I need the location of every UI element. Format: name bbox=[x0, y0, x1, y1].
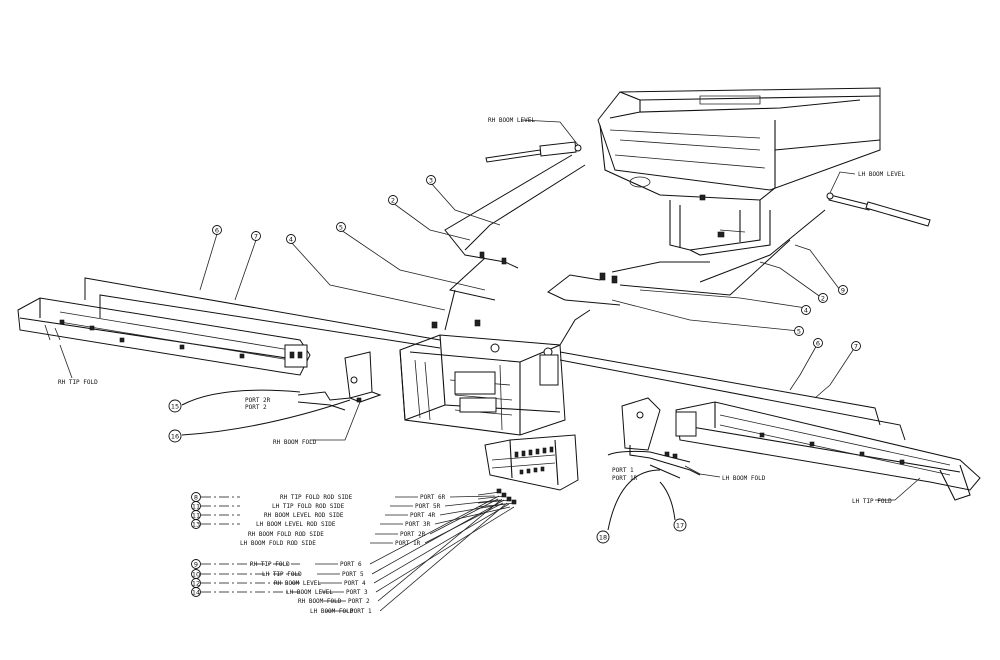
hose-leader bbox=[429, 498, 499, 535]
port-row: 9 RH TIP FOLD PORT 6 bbox=[191, 495, 500, 569]
port-row-name: RH TIP FOLD ROD SIDE bbox=[280, 494, 353, 501]
port-row-port: PORT 4R bbox=[410, 512, 436, 519]
port-row-port: PORT 6R bbox=[420, 494, 446, 501]
port-row: 8 RH TIP FOLD ROD SIDE PORT 6R bbox=[191, 492, 496, 502]
item-balloon bbox=[191, 519, 201, 529]
lh-boom-level-cylinder bbox=[826, 192, 931, 227]
callout-leaders bbox=[59, 119, 921, 501]
label-lh-boom-fold: LH BOOM FOLD bbox=[722, 475, 766, 482]
lh-boom-fold-bracket bbox=[621, 397, 678, 459]
balloon-7-left: 7 bbox=[254, 233, 258, 241]
balloon-6-left: 6 bbox=[215, 227, 219, 235]
item-number: 12 bbox=[192, 579, 200, 587]
item-number: 10 bbox=[192, 570, 200, 578]
hose-leader bbox=[371, 499, 505, 575]
balloon-5-top: 5 bbox=[339, 224, 343, 232]
port-row: LH BOOM FOLD ROD SIDE PORT 1R bbox=[240, 502, 504, 547]
hose-leader bbox=[377, 498, 503, 602]
hose-leader bbox=[373, 503, 510, 584]
port-row-port: PORT 5R bbox=[415, 503, 441, 510]
port-row-port: PORT 1 bbox=[350, 608, 372, 615]
port-row: 11 LH TIP FOLD ROD SIDE PORT 5R bbox=[191, 499, 501, 511]
label-port-2: PORT 2 bbox=[245, 404, 267, 411]
port-row: 12 RH BOOM LEVEL PORT 4 bbox=[191, 503, 510, 588]
label-rh-tip-fold: RH TIP FOLD bbox=[58, 379, 98, 386]
center-manifold-frame bbox=[399, 319, 566, 436]
balloon-4-top: 4 bbox=[289, 236, 293, 244]
hose-leader bbox=[424, 502, 504, 544]
item-number: 11 bbox=[192, 511, 200, 519]
item-number: 9 bbox=[194, 560, 198, 568]
label-rh-boom-fold: RH BOOM FOLD bbox=[273, 439, 317, 446]
rh-boom-fold-bracket bbox=[344, 351, 382, 403]
port-row-port: PORT 5 bbox=[342, 571, 364, 578]
port-row: RH BOOM FOLD PORT 2 bbox=[298, 498, 503, 605]
port-legend-table: 8 RH TIP FOLD ROD SIDE PORT 6R 11 LH TIP FOL… bbox=[191, 492, 515, 615]
rh-boom-level-cylinder bbox=[485, 141, 582, 163]
balloon-3-top: 3 bbox=[429, 177, 433, 185]
port-row-name: LH BOOM FOLD ROD SIDE bbox=[240, 540, 316, 547]
port-row-name: LH TIP FOLD ROD SIDE bbox=[272, 503, 345, 510]
label-port-1r: PORT 1R bbox=[612, 475, 638, 482]
hose-leader bbox=[375, 506, 515, 593]
hydraulic-manifold-block bbox=[484, 434, 579, 491]
balloon-17: 17 bbox=[676, 522, 684, 530]
balloon-5-right: 5 bbox=[797, 328, 801, 336]
port-row-name: LH BOOM FOLD bbox=[310, 608, 354, 615]
hose-leader bbox=[369, 495, 500, 565]
balloon-2-top: 2 bbox=[391, 197, 395, 205]
port-row-name: RH BOOM FOLD ROD SIDE bbox=[248, 531, 324, 538]
hose-leader bbox=[379, 502, 508, 612]
item-number: 11 bbox=[192, 502, 200, 510]
label-rh-boom-level: RH BOOM LEVEL bbox=[488, 117, 535, 124]
port-row: 14 LH BOOM LEVEL PORT 3 bbox=[191, 506, 515, 597]
callout-labels: RH BOOM LEVEL LH BOOM LEVEL RH TIP FOLD … bbox=[58, 117, 905, 505]
item-number: 14 bbox=[192, 588, 200, 596]
balloon-6-right: 6 bbox=[816, 340, 820, 348]
port-row-name: RH TIP FOLD bbox=[250, 561, 290, 568]
port-row-port: PORT 3R bbox=[405, 521, 431, 528]
balloon-18: 18 bbox=[599, 534, 607, 542]
label-port-1: PORT 1 bbox=[612, 467, 634, 474]
port-row: 13 LH BOOM LEVEL ROD SIDE PORT 3R bbox=[191, 506, 511, 529]
label-port-2r: PORT 2R bbox=[245, 397, 271, 404]
port-row: 10 LH TIP FOLD PORT 5 bbox=[191, 499, 505, 579]
port-row-port: PORT 3 bbox=[346, 589, 368, 596]
hose-leader bbox=[434, 506, 511, 525]
item-balloon bbox=[191, 559, 201, 569]
hose-leader bbox=[444, 499, 501, 507]
balloons: 6 7 4 5 2 3 9 2 4 5 6 7 15 16 18 17 bbox=[168, 175, 861, 544]
balloon-15: 15 bbox=[171, 403, 179, 411]
port-row-name: RH BOOM LEVEL ROD SIDE bbox=[264, 512, 344, 519]
balloon-7-right: 7 bbox=[854, 343, 858, 351]
port-row-port: PORT 2R bbox=[400, 531, 426, 538]
port-row-port: PORT 2 bbox=[348, 598, 370, 605]
port-row-port: PORT 6 bbox=[340, 561, 362, 568]
lh-boom bbox=[675, 401, 981, 501]
item-number: 8 bbox=[194, 493, 198, 501]
port-row-name: LH BOOM LEVEL bbox=[286, 589, 333, 596]
port-row-name: LH TIP FOLD bbox=[262, 571, 302, 578]
port-row-name: RH BOOM LEVEL bbox=[274, 580, 321, 587]
port-row-name: LH BOOM LEVEL ROD SIDE bbox=[256, 521, 336, 528]
balloon-16: 16 bbox=[171, 433, 179, 441]
balloon-9-right: 9 bbox=[841, 287, 845, 295]
balloon-4-right: 4 bbox=[804, 307, 808, 315]
hose-leader bbox=[449, 495, 496, 498]
balloon-2-right: 2 bbox=[821, 295, 825, 303]
label-lh-tip-fold: LH TIP FOLD bbox=[852, 498, 892, 505]
port-row-port: PORT 1R bbox=[395, 540, 421, 547]
item-balloon bbox=[191, 587, 201, 597]
sprayer-chassis bbox=[597, 87, 881, 256]
hose-runs bbox=[84, 154, 906, 531]
rh-boom bbox=[17, 297, 311, 376]
port-row: RH BOOM FOLD ROD SIDE PORT 2R bbox=[248, 498, 499, 538]
label-lh-boom-level: LH BOOM LEVEL bbox=[858, 171, 905, 178]
port-row-name: RH BOOM FOLD bbox=[298, 598, 342, 605]
port-row-port: PORT 4 bbox=[344, 580, 366, 587]
item-number: 13 bbox=[192, 520, 200, 528]
